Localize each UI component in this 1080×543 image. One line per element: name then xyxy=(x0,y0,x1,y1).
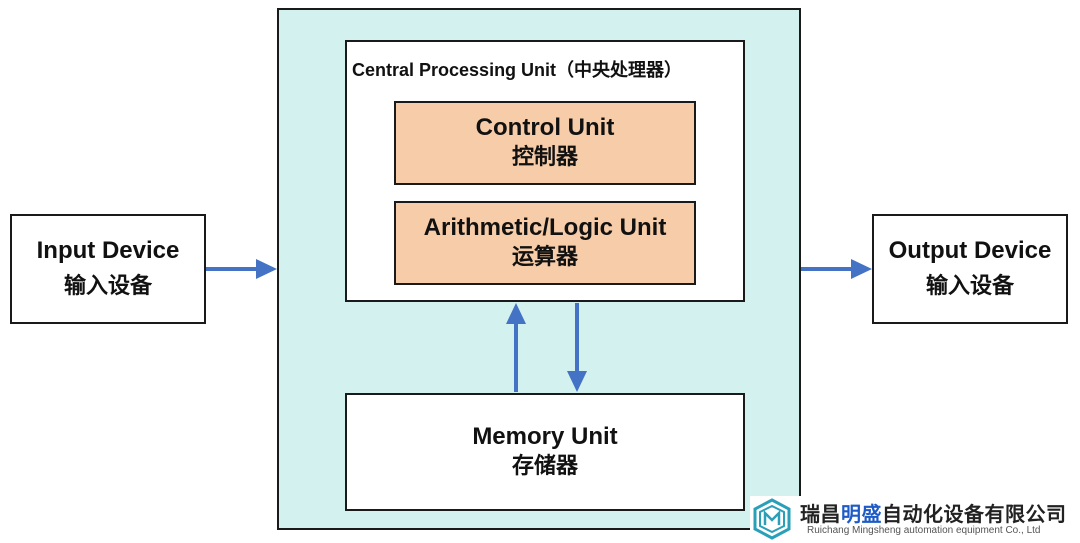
cpu-to-output-arrow xyxy=(801,259,872,279)
control-unit-box: Control Unit 控制器 xyxy=(394,101,696,185)
company-name-part2: 自动化设备有限公司 xyxy=(882,502,1067,526)
alu-label: Arithmetic/Logic Unit xyxy=(423,214,667,241)
hexagon-logo-icon xyxy=(753,498,791,540)
company-name-highlight: 明盛 xyxy=(841,502,882,526)
output-device-label: Output Device xyxy=(888,237,1052,264)
cpu-title: Central Processing Unit（中央处理器） xyxy=(352,60,683,80)
input-device-box: Input Device 输入设备 xyxy=(10,214,206,324)
memory-unit-label-zh: 存储器 xyxy=(511,454,578,479)
cpu-to-memory-arrow xyxy=(567,303,587,392)
control-unit-label-zh: 控制器 xyxy=(511,145,578,170)
input-device-label-zh: 输入设备 xyxy=(63,274,152,299)
company-name: 瑞昌明盛自动化设备有限公司 xyxy=(800,498,1067,527)
memory-unit-box: Memory Unit 存储器 xyxy=(345,393,745,511)
company-subtitle: Ruichang Mingsheng automation equipment … xyxy=(807,525,1041,536)
alu-box: Arithmetic/Logic Unit 运算器 xyxy=(394,201,696,285)
company-logo: 瑞昌明盛自动化设备有限公司 Ruichang Mingsheng automat… xyxy=(750,496,1080,543)
alu-label-zh: 运算器 xyxy=(511,245,578,270)
memory-to-cpu-arrow xyxy=(506,303,526,392)
input-device-label: Input Device xyxy=(36,237,180,264)
output-device-label-zh: 输入设备 xyxy=(925,274,1014,299)
company-name-part1: 瑞昌 xyxy=(800,502,841,526)
input-to-cpu-arrow xyxy=(206,259,277,279)
control-unit-label: Control Unit xyxy=(475,114,615,141)
memory-unit-label: Memory Unit xyxy=(472,423,618,450)
output-device-box: Output Device 输入设备 xyxy=(872,214,1068,324)
